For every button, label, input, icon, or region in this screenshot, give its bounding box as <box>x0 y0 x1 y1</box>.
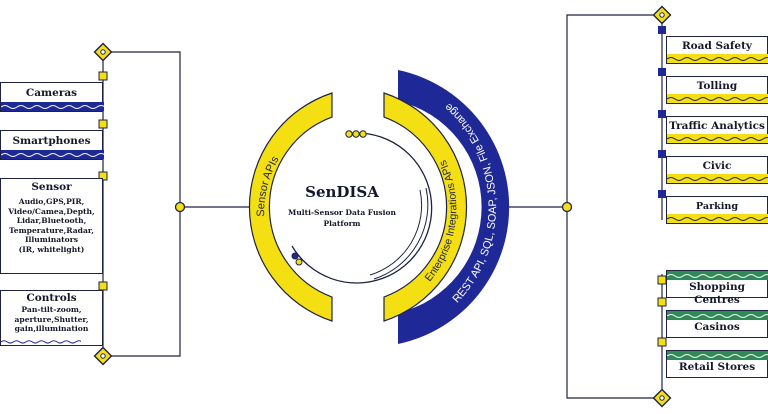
app-card-label: Road Safety <box>681 40 753 52</box>
app-card-civic-compliance: Civic Compliance <box>666 156 768 185</box>
app-card-traffic-analytics: Traffic Analytics <box>666 116 768 144</box>
input-card-title: Cameras <box>25 87 78 99</box>
wave-decoration <box>1 102 104 111</box>
detail-line: aperture,Shutter, <box>14 314 89 324</box>
wave-decoration <box>1 150 104 159</box>
enterprise-apis-arc <box>383 92 468 322</box>
diamond-connector-icons <box>93 5 672 408</box>
detail-line: (IR, whitelight) <box>18 244 85 254</box>
app-card-label: Traffic Analytics <box>669 120 765 132</box>
input-card-sensor: Sensor Audio,GPS,PIR, Video/Camea,Depth,… <box>0 178 103 274</box>
input-card-cameras: Cameras <box>0 82 104 112</box>
right-node-squares <box>657 26 667 347</box>
exchange-arc <box>398 70 510 344</box>
wave-decoration <box>667 351 768 360</box>
app-card-road-safety: Road Safety <box>666 36 768 64</box>
app-card-label: Tolling <box>696 80 738 92</box>
wave-decoration <box>667 134 768 143</box>
wave-decoration <box>667 311 768 320</box>
ring-dots <box>291 130 367 266</box>
venue-card-shopping-centres: Shopping Centres <box>666 270 768 306</box>
venue-card-retail-stores: Retail Stores <box>666 350 768 378</box>
venue-card-casinos: Casinos <box>666 310 768 338</box>
left-node-squares <box>98 71 108 291</box>
wave-decoration <box>667 271 768 280</box>
detail-line: Video/Camea,Depth, <box>8 206 95 216</box>
platform-subtitle-line2: Platform <box>324 219 361 228</box>
wave-decoration <box>1 340 82 344</box>
app-card-tolling: Tolling <box>666 76 768 104</box>
platform-subtitle-line1: Multi-Sensor Data Fusion <box>288 208 396 217</box>
detail-line: Lidar,Bluetooth, <box>16 216 87 226</box>
sensor-apis-arc <box>248 92 333 322</box>
right-connector-lines <box>496 14 663 399</box>
wave-decoration <box>667 214 768 223</box>
input-card-title: Smartphones <box>12 135 91 147</box>
wave-decoration <box>667 94 768 103</box>
detail-line: Audio,GPS,PIR, <box>18 197 85 206</box>
inner-ring <box>291 132 433 284</box>
venue-card-label: Shopping Centres <box>689 281 745 306</box>
app-card-parking-management: Parking management <box>666 196 768 225</box>
input-card-title: Controls <box>26 292 77 304</box>
input-card-controls: Controls Pan-tilt-zoom, aperture,Shutter… <box>0 290 103 346</box>
input-card-title: Sensor <box>31 181 72 193</box>
venue-card-label: Retail Stores <box>678 361 756 373</box>
platform-title: SenDISA <box>305 183 379 201</box>
junction-dot-icons <box>174 201 573 213</box>
wave-decoration <box>667 174 768 183</box>
detail-line: Temperature,Radar, <box>9 225 94 235</box>
detail-line: Illuminators <box>24 235 79 245</box>
venue-card-label: Casinos <box>694 321 740 333</box>
wave-decoration <box>667 54 768 63</box>
detail-line: gain,illumination <box>14 324 89 334</box>
input-card-smartphones: Smartphones <box>0 130 104 160</box>
detail-line: Pan-tilt-zoom, <box>21 305 82 314</box>
